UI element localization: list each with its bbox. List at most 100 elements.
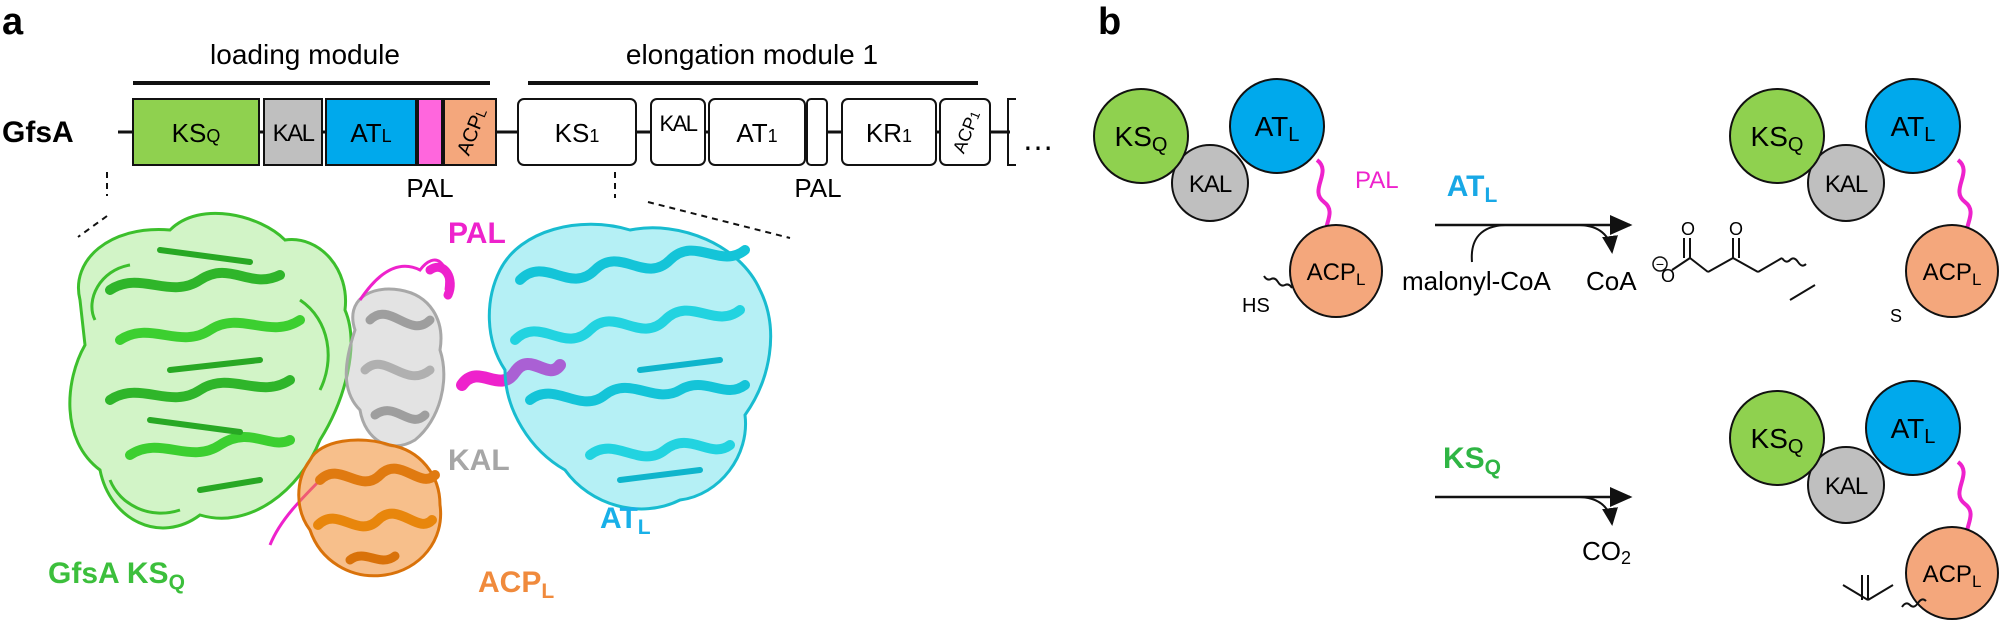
pal-label-loading: PAL [406, 173, 453, 203]
assembly-free: KSQ KAL ATL ACPL PAL HS [1093, 78, 1399, 318]
svg-text:KSQ: KSQ [1115, 121, 1168, 156]
domain-ksq-sub: Q [206, 126, 220, 146]
domain-at1-sub: 1 [768, 126, 778, 146]
structure-acpl [297, 438, 443, 578]
svg-text:KSQ: KSQ [1751, 423, 1804, 458]
domain-kr1: KR1 [841, 98, 937, 166]
circle-kal-free [1171, 144, 1249, 222]
structure-ksq [68, 211, 353, 530]
acetyl-structure [1842, 575, 1927, 608]
reaction-1-product: CoA [1586, 266, 1637, 296]
ellipsis: … [1022, 121, 1054, 157]
loading-module-label: loading module [210, 39, 400, 70]
domain-atl-label: AT [350, 118, 381, 148]
domain-kal-label: KAL [273, 120, 315, 147]
domain-ks1-sub: 1 [589, 126, 599, 146]
circle-acpl-acetyl-sub: L [1972, 572, 1981, 591]
structure-kal [344, 287, 446, 448]
svg-text:ACPL: ACPL [1923, 561, 1982, 591]
circle-ksq-malonyl-label: KS [1751, 121, 1788, 152]
svg-text:ATL: ATL [1891, 111, 1936, 146]
domain-ks1-label: KS [555, 118, 590, 148]
reaction-1: ATL malonyl-CoA CoA [1402, 170, 1637, 296]
elongation-module-label: elongation module 1 [626, 39, 878, 70]
circle-acpl-malonyl-label: ACP [1923, 259, 1972, 286]
svg-text:GfsA KSQ: GfsA KSQ [48, 557, 185, 594]
svg-text:ATL: ATL [350, 118, 391, 148]
svg-text:KR1: KR1 [866, 118, 912, 148]
reaction-1-product-curve [1579, 224, 1618, 254]
reaction-1-substrate: malonyl-CoA [1402, 266, 1551, 296]
circle-ksq-free [1093, 88, 1189, 184]
domain-kr1-sub: 1 [902, 126, 912, 146]
domain-linker-box [806, 98, 828, 166]
malonyl-carboxylate-o: O [1661, 266, 1675, 286]
svg-text:KSQ: KSQ [1443, 442, 1501, 479]
circle-kal-malonyl [1807, 144, 1885, 222]
structure-label-acpl-sub: L [541, 580, 554, 603]
circle-ksq-free-sub: Q [1152, 134, 1168, 156]
svg-text:ATL: ATL [600, 502, 651, 539]
circle-ksq-acetyl-sub: Q [1788, 436, 1804, 458]
malonyl-s-bond [1789, 284, 1816, 301]
reaction-2-enzyme: KS [1443, 442, 1485, 475]
domain-kr1-label: KR [866, 118, 902, 148]
reaction-1-enzyme: AT [1447, 170, 1485, 203]
domain-ks1: KS1 [517, 98, 637, 166]
panel-a-letter: a [2, 1, 24, 43]
domain-ksq: KSQ [132, 98, 260, 166]
assembly-malonyl: KSQ KAL ATL ACPL O O O − S [1652, 78, 1999, 326]
reaction-1-enzyme-sub: L [1484, 184, 1497, 207]
structure-label-atl-sub: L [638, 516, 651, 539]
reaction-1-substrate-curve [1470, 224, 1506, 263]
domain-ksq-label: KS [172, 118, 207, 148]
malonyl-thioester-o: O [1729, 219, 1743, 239]
svg-text:KSQ: KSQ [1751, 121, 1804, 156]
zoom-line-left [77, 215, 108, 238]
circle-ksq-acetyl [1729, 390, 1825, 486]
svg-text:ACPL: ACPL [1923, 259, 1982, 289]
circle-kal-malonyl-label: KAL [1825, 171, 1868, 198]
reaction-2-product: CO [1582, 536, 1621, 566]
structure-atl [487, 222, 773, 511]
circle-atl-malonyl-sub: L [1924, 124, 1935, 146]
domain-at1: AT1 [708, 98, 806, 166]
domain-pal-box [417, 98, 443, 166]
svg-text:ATL: ATL [1255, 111, 1300, 146]
svg-text:KSQ: KSQ [172, 118, 221, 148]
circle-ksq-free-label: KS [1115, 121, 1152, 152]
pal-label-elongation: PAL [794, 173, 841, 203]
circle-acpl-free-sub: L [1356, 270, 1365, 289]
domain-kal: KAL [263, 98, 323, 166]
circle-acpl-acetyl-label: ACP [1923, 561, 1972, 588]
svg-text:KS1: KS1 [555, 118, 600, 148]
domain-at1-label: AT [736, 118, 767, 148]
circle-ksq-acetyl-label: KS [1751, 423, 1788, 454]
malonyl-structure [1671, 238, 1807, 273]
hs-label: HS [1242, 295, 1270, 317]
structure-label-ksq: GfsA KS [48, 557, 169, 590]
circle-kal-acetyl-label: KAL [1825, 473, 1868, 500]
circle-atl-malonyl-label: AT [1891, 111, 1925, 142]
svg-text:ATL: ATL [1891, 413, 1936, 448]
reaction-2-enzyme-sub: Q [1485, 456, 1501, 479]
panel-b-letter: b [1098, 1, 1121, 43]
domain-atl-sub: L [382, 126, 392, 146]
circle-atl-acetyl-label: AT [1891, 413, 1925, 444]
circle-acpl-acetyl [1905, 526, 1999, 620]
circle-acpl-malonyl-sub: L [1972, 270, 1981, 289]
svg-text:ACPL: ACPL [478, 566, 554, 603]
structure-label-acpl: ACP [478, 566, 541, 599]
domain-truncated-box [1007, 98, 1016, 166]
zoom-line-right [647, 201, 791, 239]
structure-label-kal: KAL [448, 444, 510, 477]
structure-label-ksq-sub: Q [169, 571, 185, 594]
reaction-2: KSQ CO2 [1435, 442, 1633, 568]
structure-label-pal: PAL [448, 217, 506, 250]
circle-atl-malonyl [1865, 78, 1961, 174]
circle-atl-free-sub: L [1288, 124, 1299, 146]
circle-kal-acetyl [1807, 446, 1885, 524]
malonyl-sulfur: S [1890, 306, 1902, 326]
svg-text:ATL: ATL [1447, 170, 1498, 207]
gfsa-label: GfsA [2, 116, 74, 149]
